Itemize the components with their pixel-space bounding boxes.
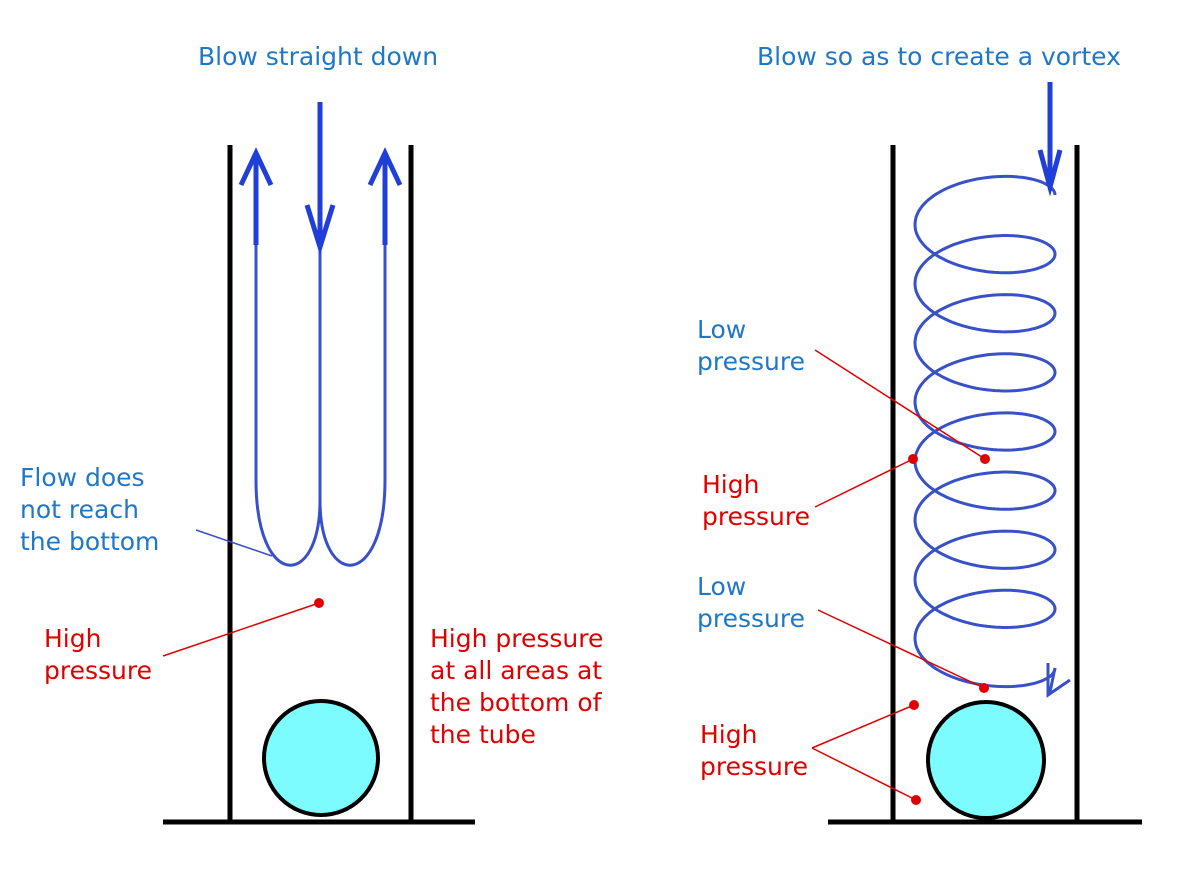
left-bottom-note-line-2: at all areas at bbox=[430, 656, 603, 685]
right-low-pressure-pointer-1 bbox=[814, 349, 986, 460]
left-flow-note-pointer bbox=[195, 529, 273, 557]
left-panel bbox=[162, 102, 475, 825]
down-arrow-icon bbox=[304, 102, 336, 256]
right-high-pressure-pointer-2a bbox=[811, 704, 915, 749]
left-bottom-note-line-4: the tube bbox=[430, 720, 536, 749]
left-pressure-label-line-2: pressure bbox=[44, 656, 152, 685]
left-pressure-label: High pressure bbox=[44, 623, 152, 687]
left-pressure-label-line-1: High bbox=[44, 624, 102, 653]
right-high-pressure-label-1-line-1: High bbox=[702, 470, 760, 499]
vortex-inlet-arrow-icon bbox=[1037, 82, 1063, 197]
right-ball bbox=[926, 700, 1046, 820]
left-flow-note-line-3: the bottom bbox=[20, 527, 160, 556]
left-title: Blow straight down bbox=[198, 42, 439, 71]
left-bottom-note-line-3: the bottom of bbox=[430, 688, 602, 717]
vortex-spiral bbox=[913, 174, 1057, 693]
vortex-outlet-arrow-icon bbox=[1046, 663, 1071, 698]
right-panel bbox=[811, 82, 1142, 825]
left-flow-curve-left bbox=[254, 245, 322, 567]
right-low-pressure-label-1: Low pressure bbox=[697, 314, 805, 378]
right-high-pressure-label-1-line-2: pressure bbox=[702, 502, 810, 531]
right-title: Blow so as to create a vortex bbox=[757, 42, 1121, 71]
right-high-pressure-label-1: High pressure bbox=[702, 469, 810, 533]
left-ball bbox=[262, 699, 380, 817]
left-bottom-note-line-1: High pressure bbox=[430, 624, 604, 653]
left-bottom-note: High pressure at all areas at the bottom… bbox=[430, 623, 603, 751]
right-high-pressure-label-2-line-1: High bbox=[700, 720, 758, 749]
right-high-pressure-label-2-line-2: pressure bbox=[700, 752, 808, 781]
right-low-pressure-label-2: Low pressure bbox=[697, 571, 805, 635]
right-low-pressure-label-1-line-2: pressure bbox=[697, 347, 805, 376]
left-flow-curve-right bbox=[318, 245, 387, 567]
left-flow-note: Flow does not reach the bottom bbox=[20, 462, 159, 558]
left-high-pressure-pointer bbox=[162, 602, 320, 657]
right-low-pressure-label-2-line-1: Low bbox=[697, 572, 747, 601]
left-flow-note-line-2: not reach bbox=[20, 495, 139, 524]
up-arrow-right-icon bbox=[367, 147, 403, 245]
left-flow-note-line-1: Flow does bbox=[20, 463, 145, 492]
right-high-pressure-label-2: High pressure bbox=[700, 719, 808, 783]
right-high-pressure-pointer-1 bbox=[814, 458, 914, 508]
right-low-pressure-label-1-line-1: Low bbox=[697, 315, 747, 344]
right-high-pressure-pointer-2b bbox=[811, 747, 917, 801]
right-low-pressure-label-2-line-2: pressure bbox=[697, 604, 805, 633]
up-arrow-left-icon bbox=[238, 147, 274, 245]
right-low-pressure-pointer-2 bbox=[817, 609, 985, 689]
